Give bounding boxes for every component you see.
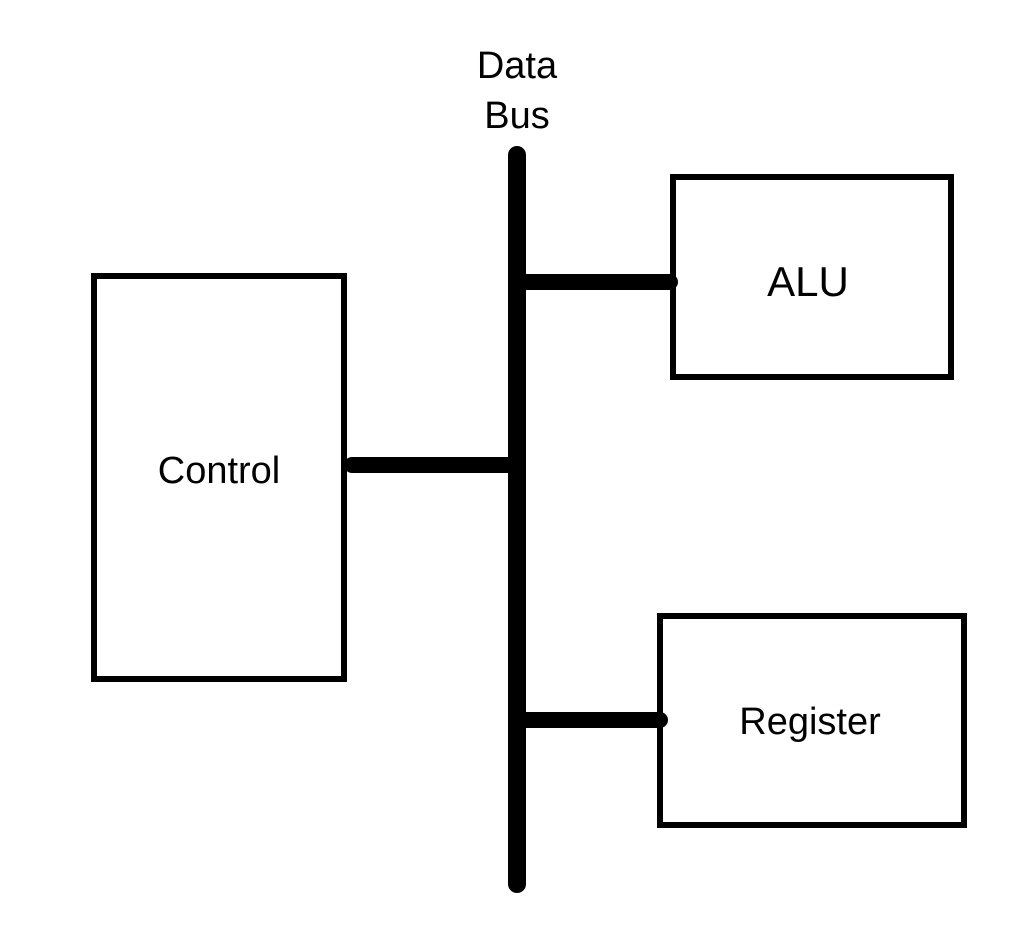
register-label: Register: [739, 701, 881, 743]
control-label: Control: [158, 450, 281, 492]
control-box: [91, 273, 347, 682]
alu-label: ALU: [767, 258, 849, 305]
bus-label-line2: Bus: [484, 95, 549, 137]
bus-label-line1: Data: [477, 45, 558, 87]
